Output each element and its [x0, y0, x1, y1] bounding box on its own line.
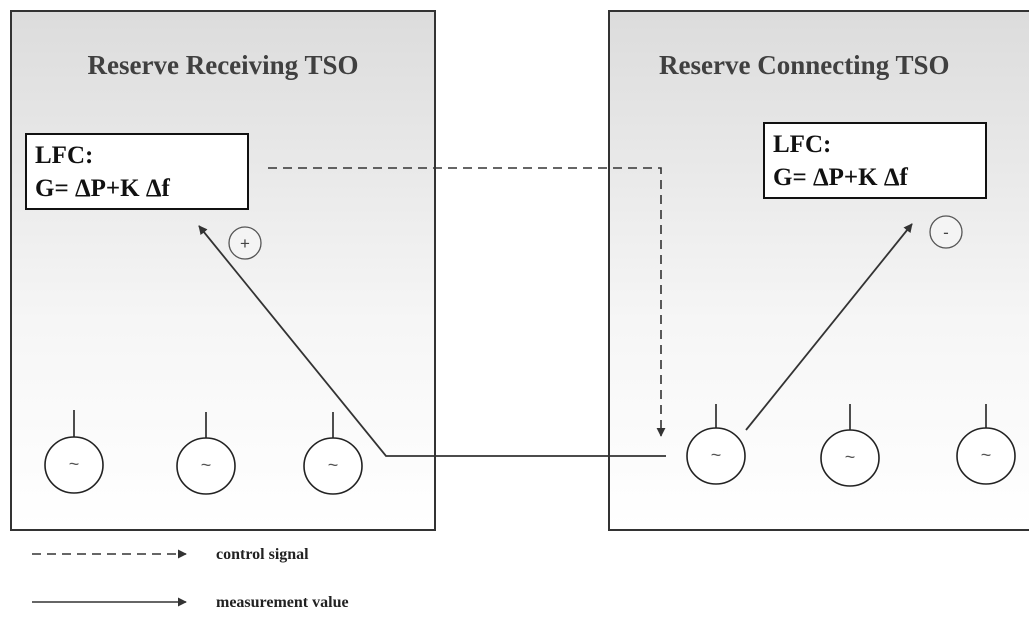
- lfc-formula-receiving: G= ΔP+K Δf: [35, 175, 170, 202]
- svg-text:+: +: [240, 234, 250, 253]
- svg-text:~: ~: [711, 445, 722, 465]
- lfc-formula-connecting: G= ΔP+K Δf: [773, 164, 908, 191]
- legend-control-signal-label: control signal: [216, 546, 309, 563]
- svg-text:~: ~: [69, 454, 80, 474]
- lfc-box-connecting: LFC: G= ΔP+K Δf: [763, 122, 987, 199]
- svg-text:~: ~: [201, 455, 212, 475]
- generator-receiving-2: ~: [176, 412, 236, 495]
- lfc-box-receiving: LFC: G= ΔP+K Δf: [25, 133, 249, 210]
- measurement-arrow-connecting: [745, 223, 913, 431]
- reserve-receiving-tso-title: Reserve Receiving TSO: [87, 50, 359, 80]
- generator-connecting-2: ~: [820, 404, 880, 487]
- svg-text:-: -: [943, 223, 949, 242]
- generator-connecting-3: ~: [956, 404, 1016, 485]
- measurement-arrow-receiving: [198, 225, 666, 457]
- svg-text:~: ~: [981, 445, 992, 465]
- lfc-label-receiving: LFC:: [35, 142, 94, 169]
- svg-text:~: ~: [845, 447, 856, 467]
- generator-receiving-3: ~: [303, 412, 363, 495]
- generator-receiving-1: ~: [44, 410, 104, 494]
- control-signal-arrow: [268, 167, 666, 437]
- lfc-label-connecting: LFC:: [773, 131, 832, 158]
- generator-connecting-1: ~: [686, 404, 746, 485]
- reserve-connecting-tso-title: Reserve Connecting TSO: [659, 50, 950, 80]
- legend-measurement-value-label: measurement value: [216, 594, 349, 611]
- plus-sign: +: [228, 226, 262, 260]
- minus-sign: -: [929, 215, 963, 249]
- svg-text:~: ~: [328, 455, 339, 475]
